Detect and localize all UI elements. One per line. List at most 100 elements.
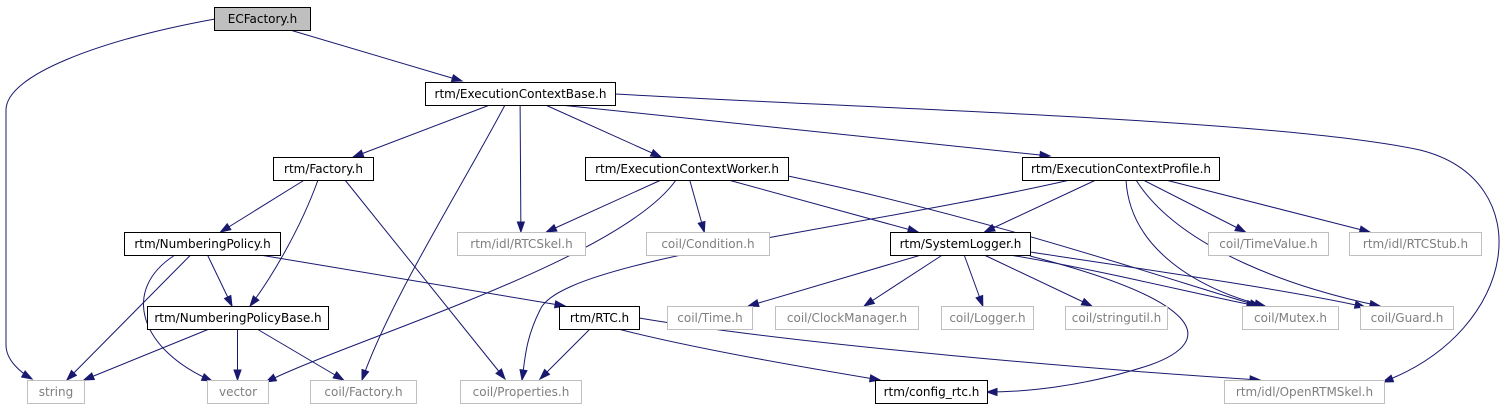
edge-line	[259, 254, 566, 307]
arrowhead-icon	[200, 372, 214, 382]
node-label: rtm/Factory.h	[284, 162, 363, 176]
node-box	[310, 380, 417, 404]
node-box	[460, 380, 582, 404]
node-label: rtm/NumberingPolicy.h	[134, 237, 270, 251]
node-box	[646, 232, 770, 256]
node-label: rtm/NumberingPolicyBase.h	[154, 311, 321, 325]
edge-line	[289, 29, 463, 82]
node-ecworker[interactable]: rtm/ExecutionContextWorker.h	[585, 157, 789, 181]
edge-line	[546, 179, 662, 233]
node-numpolicybase[interactable]: rtm/NumberingPolicyBase.h	[147, 306, 329, 330]
edge-ecbase-to-factory	[351, 104, 490, 158]
arrowhead-icon	[985, 387, 998, 397]
node-box	[207, 380, 269, 404]
edge-rtc-to-properties	[538, 328, 591, 381]
edge-line	[1125, 179, 1266, 307]
edge-syslogger-to-stringutil	[983, 254, 1094, 307]
node-box	[585, 157, 789, 181]
node-stringutil: coil/stringutil.h	[1065, 306, 1168, 330]
edge-line	[519, 104, 522, 233]
node-rtcskel: rtm/idl/RTCSkel.h	[457, 232, 586, 256]
edge-line	[748, 254, 922, 307]
node-syslogger[interactable]: rtm/SystemLogger.h	[890, 232, 1031, 256]
nodes-layer: ECFactory.h string rtm/ExecutionContextBas…	[27, 7, 1482, 404]
node-label: coil/Condition.h	[661, 237, 754, 251]
arrowhead-icon	[975, 294, 984, 308]
edge-numpolicybase-to-coilfactory	[256, 328, 345, 381]
node-box	[1208, 232, 1329, 256]
node-label: coil/Factory.h	[324, 385, 402, 399]
node-ecbase[interactable]: rtm/ExecutionContextBase.h	[425, 82, 616, 106]
node-label: coil/ClockManager.h	[787, 311, 907, 325]
node-clockmgr: coil/ClockManager.h	[775, 306, 919, 330]
arrowhead-icon	[219, 222, 232, 233]
edge-syslogger-to-clockmgr	[862, 254, 943, 307]
arrowhead-icon	[906, 225, 920, 234]
edge-line	[986, 255, 1189, 393]
edge-ecbase-to-ecprofile	[559, 104, 1052, 160]
edge-line	[361, 104, 506, 381]
arrowhead-icon	[697, 220, 706, 234]
edge-numpolicybase-to-string	[82, 328, 210, 381]
edge-line	[539, 328, 591, 380]
edge-ecfactory-to-string	[5, 18, 216, 380]
edge-line	[143, 254, 213, 382]
edge-numpolicy-to-string	[65, 254, 191, 382]
edge-factory-to-numpolicybase	[249, 179, 319, 308]
node-box	[559, 306, 640, 330]
arrowhead-icon	[20, 370, 34, 380]
node-box	[1065, 306, 1168, 330]
arrowhead-icon	[450, 73, 464, 83]
node-box	[1224, 380, 1385, 404]
node-label: rtm/idl/OpenRTMSkel.h	[1236, 385, 1373, 399]
node-label: ECFactory.h	[228, 12, 298, 26]
edge-ecworker-to-syslogger	[728, 179, 920, 234]
node-label: coil/Guard.h	[1371, 311, 1444, 325]
edge-factory-to-properties	[344, 179, 506, 381]
node-box	[1022, 157, 1220, 181]
edge-line	[66, 254, 191, 381]
arrowhead-icon	[649, 148, 663, 158]
arrowhead-icon	[983, 223, 996, 233]
arrowhead-icon	[1381, 374, 1395, 383]
edge-ecprofile-to-mutex	[1125, 179, 1267, 308]
edge-rtc-to-configrtc	[617, 328, 882, 383]
edge-numpolicy-to-rtc	[259, 254, 567, 309]
edge-line	[863, 254, 943, 307]
node-box	[775, 306, 919, 330]
node-label: string	[39, 385, 73, 399]
edges-layer	[5, 18, 1500, 397]
node-numpolicy[interactable]: rtm/NumberingPolicy.h	[124, 232, 281, 256]
arrowhead-icon	[746, 298, 760, 308]
node-label: rtm/ExecutionContextBase.h	[435, 87, 607, 101]
node-label: coil/Properties.h	[473, 385, 570, 399]
edge-syslogger-to-logger	[963, 254, 984, 308]
node-box	[890, 232, 1031, 256]
edge-line	[617, 328, 881, 381]
node-label: coil/Time.h	[677, 311, 742, 325]
node-factory[interactable]: rtm/Factory.h	[273, 157, 374, 181]
edge-line	[728, 179, 919, 233]
edge-numpolicy-to-numpolicybase	[207, 254, 233, 308]
edge-ecbase-to-ecworker	[545, 104, 663, 158]
node-ecprofile[interactable]: rtm/ExecutionContextProfile.h	[1022, 157, 1220, 181]
node-box	[425, 82, 616, 106]
edge-syslogger-to-configrtc	[985, 255, 1189, 397]
edge-line	[353, 104, 490, 158]
arrowhead-icon	[516, 221, 526, 234]
node-box	[875, 380, 988, 404]
node-label: rtm/ExecutionContextProfile.h	[1031, 162, 1211, 176]
edge-line	[1142, 179, 1246, 233]
edge-line	[1009, 254, 1258, 307]
edge-line	[787, 175, 1261, 307]
edge-line	[559, 104, 1051, 157]
node-ecfactory[interactable]: ECFactory.h	[214, 7, 311, 31]
arrowhead-icon	[1358, 225, 1372, 234]
node-configrtc[interactable]: rtm/config_rtc.h	[875, 380, 988, 404]
arrowhead-icon	[538, 368, 551, 381]
node-label: coil/stringutil.h	[1072, 311, 1162, 325]
edge-ecworker-to-rtcskel	[544, 179, 662, 233]
edge-ecworker-to-condition	[689, 179, 706, 234]
node-condition: coil/Condition.h	[646, 232, 770, 256]
node-rtc[interactable]: rtm/RTC.h	[559, 306, 640, 330]
